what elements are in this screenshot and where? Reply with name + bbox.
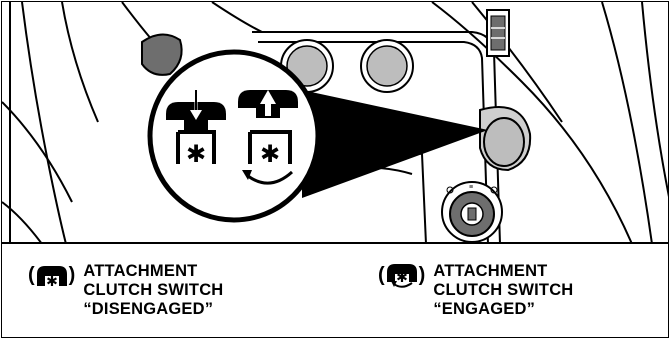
- paren-close: ): [68, 264, 76, 286]
- paren-close: ): [418, 264, 426, 286]
- svg-text:✱: ✱: [46, 274, 58, 288]
- switch-pulled-up-icon: ✱: [386, 264, 417, 288]
- legend-line: CLUTCH SWITCH: [433, 281, 574, 299]
- legend-symbol-disengaged: ( ✱ ): [28, 262, 75, 288]
- rocker-switch: [486, 9, 510, 57]
- legend-item-disengaged: ( ✱ ) ATTACHMENT CLUTCH SWITCH “DISENGAG…: [28, 262, 223, 319]
- attachment-clutch-switch: [479, 106, 532, 172]
- tractor-dashboard-illustration: ≡ ✱: [2, 2, 668, 244]
- svg-text:✱: ✱: [260, 140, 280, 168]
- legend-text-disengaged: ATTACHMENT CLUTCH SWITCH “DISENGAGED”: [83, 262, 223, 319]
- svg-text:✱: ✱: [396, 270, 408, 286]
- switch-pulled-up-icon: ✱: [238, 90, 298, 185]
- svg-text:≡: ≡: [469, 184, 473, 191]
- legend-item-engaged: ( ✱ ) ATTACHMENT CLUTCH SWITCH “ENGAGED”: [378, 262, 573, 319]
- legend-line: ATTACHMENT: [83, 262, 198, 280]
- legend-line: CLUTCH SWITCH: [83, 281, 224, 299]
- gauge-right: [360, 39, 414, 93]
- legend-symbol-engaged: ( ✱ ): [378, 262, 425, 288]
- ignition-switch: ≡: [441, 181, 503, 242]
- callout-magnifier: ✱ ✱: [147, 49, 321, 223]
- paren-open: (: [378, 264, 385, 286]
- legend-line: ATTACHMENT: [433, 262, 548, 280]
- svg-text:✱: ✱: [186, 140, 206, 168]
- legend-text-engaged: ATTACHMENT CLUTCH SWITCH “ENGAGED”: [433, 262, 573, 319]
- legend-line: “DISENGAGED”: [83, 300, 214, 318]
- switch-pressed-down-icon: ✱: [36, 266, 67, 288]
- paren-open: (: [28, 264, 35, 286]
- switch-pressed-down-icon: ✱: [166, 90, 226, 168]
- lever-knob: [141, 33, 183, 76]
- legend: ( ✱ ) ATTACHMENT CLUTCH SWITCH “DISENGAG…: [2, 246, 668, 337]
- legend-line: “ENGAGED”: [433, 300, 536, 318]
- callout-pointer: [302, 90, 488, 198]
